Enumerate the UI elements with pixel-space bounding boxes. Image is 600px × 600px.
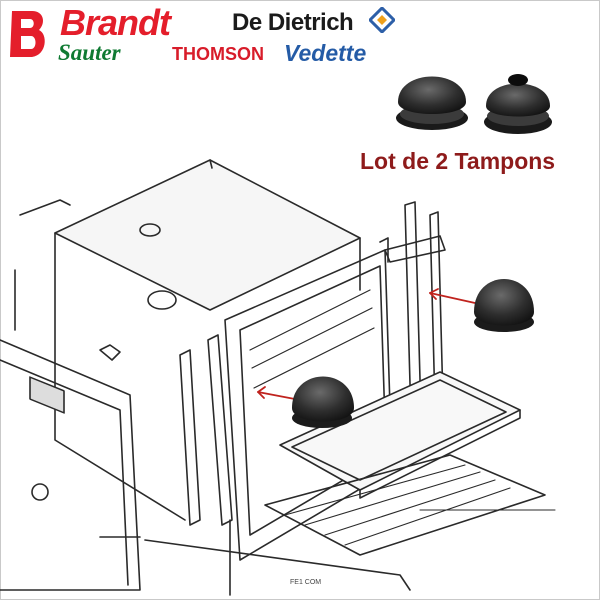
de-dietrich-logo-text: De Dietrich [232, 9, 354, 36]
product-photo [396, 74, 552, 134]
rubber-bumper-icon [292, 376, 354, 428]
vedette-logo-text: Vedette [284, 40, 367, 66]
de-dietrich-mark-icon [369, 7, 395, 33]
sauter-logo-text: Sauter [58, 40, 121, 65]
rubber-bumper-icon [484, 74, 552, 134]
brandt-logo-text: Brandt [60, 2, 171, 43]
oven-exploded-diagram: FE1 COM [0, 159, 556, 596]
brand-logos: Brandt De Dietrich Sauter THOMSON Vedett… [0, 0, 420, 70]
rubber-bumper-icon [474, 279, 534, 332]
arrow-left-bumper [257, 386, 301, 401]
thomson-logo-text: THOMSON [172, 44, 264, 64]
brandt-b-logo-icon [10, 11, 45, 57]
rubber-bumper-icon [396, 76, 468, 130]
product-caption: Lot de 2 Tampons [360, 148, 556, 174]
drawing-reference-label: FE1 COM [290, 579, 321, 586]
arrow-right-bumper [429, 288, 476, 304]
